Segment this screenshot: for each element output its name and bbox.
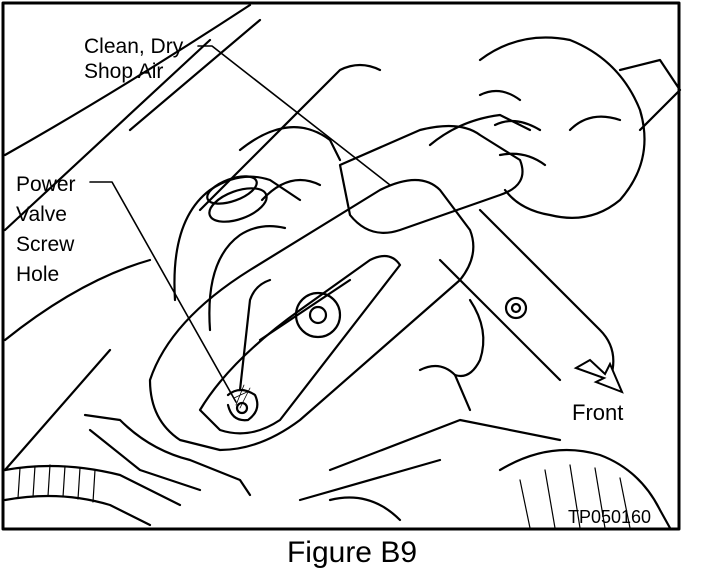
body-line <box>3 38 212 232</box>
body-line <box>3 258 152 342</box>
lower-bracket <box>88 428 202 492</box>
corrugated-hose <box>17 464 96 503</box>
callout-text: Screw <box>16 233 75 256</box>
callout-text: Shop Air <box>84 59 164 83</box>
intake-tube <box>238 126 342 162</box>
round-cover <box>519 464 631 529</box>
intake-tube <box>260 178 322 202</box>
leader-line-pv <box>89 181 237 403</box>
linkage <box>418 364 472 412</box>
figure-caption: Figure B9 <box>286 536 418 569</box>
bolt <box>504 296 528 320</box>
sleeve <box>618 58 682 132</box>
callout-clean-dry-shop-air: Clean, Dry Shop Air <box>84 35 183 85</box>
callout-text: Valve <box>16 203 67 226</box>
round-cover <box>498 448 672 530</box>
manifold-edge <box>438 258 562 382</box>
frame-rail <box>298 458 442 502</box>
intake-tube <box>208 225 287 332</box>
manifold-edge <box>478 208 615 382</box>
leader-line-air <box>197 45 391 186</box>
body-line <box>3 348 112 472</box>
carburetor-body <box>148 179 475 452</box>
callout-text: Power <box>16 173 76 196</box>
callout-power-valve-screw-hole: Power Valve Screw Hole <box>16 170 76 290</box>
body-line <box>128 18 262 132</box>
callout-front: Front <box>572 400 624 425</box>
air-gun-hose <box>428 113 532 147</box>
callout-text: Hole <box>16 263 60 286</box>
body-line <box>198 63 382 212</box>
air-nozzle-tube <box>238 278 272 392</box>
spray-mist <box>233 384 251 409</box>
diagram-border <box>1 1 681 531</box>
sleeve <box>568 115 622 132</box>
corrugated-hose <box>3 494 152 527</box>
hand <box>478 89 547 167</box>
carburetor-throat <box>198 254 402 435</box>
part-code: TP050160 <box>568 507 652 527</box>
hood-edge <box>3 3 252 157</box>
air-gun <box>338 124 524 234</box>
hose-clamp <box>208 187 268 223</box>
lower-bracket <box>83 413 252 497</box>
callout-text: Clean, Dry <box>84 35 184 58</box>
frame-rail <box>328 418 562 472</box>
front-arrow <box>573 358 624 394</box>
throttle-shaft <box>294 291 342 339</box>
linkage <box>453 298 485 378</box>
hose-clamp <box>206 175 258 205</box>
hand <box>478 36 646 219</box>
corrugated-hose <box>3 464 182 507</box>
